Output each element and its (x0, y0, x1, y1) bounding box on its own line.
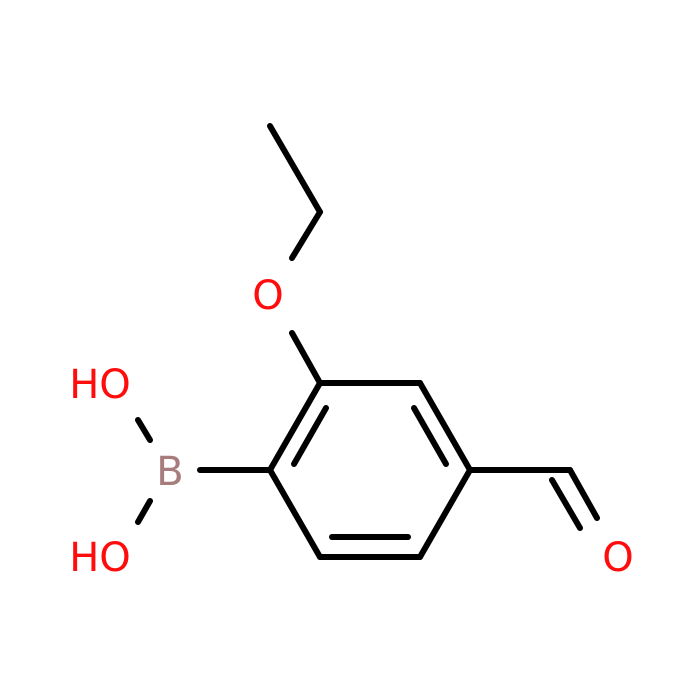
ring-bond-5 (267, 467, 323, 560)
bond-b-oh-top (135, 417, 153, 443)
bond-b-oh-bottom (135, 498, 153, 525)
atom-label-aldehyde-oxygen: O (602, 535, 633, 581)
atom-label-boron: B (156, 449, 183, 495)
ring-bond-2 (417, 380, 473, 473)
atom-label-ether-oxygen: O (252, 273, 283, 319)
bond-ch3-ch2 (267, 123, 323, 215)
ring-bond-6 (267, 380, 323, 473)
ring-bond-2-inner (411, 405, 449, 467)
bond-c-o-double-1 (567, 467, 600, 521)
ring-bond-6-inner (291, 405, 329, 467)
bond-o-ring (289, 330, 323, 386)
atom-label-hydroxyl-bottom: HO (69, 535, 131, 581)
bond-ch2-o (289, 209, 323, 261)
bond-c-o-double-2 (549, 477, 583, 531)
ring-bond-3 (417, 467, 473, 560)
atom-label-hydroxyl-top: HO (69, 362, 131, 408)
